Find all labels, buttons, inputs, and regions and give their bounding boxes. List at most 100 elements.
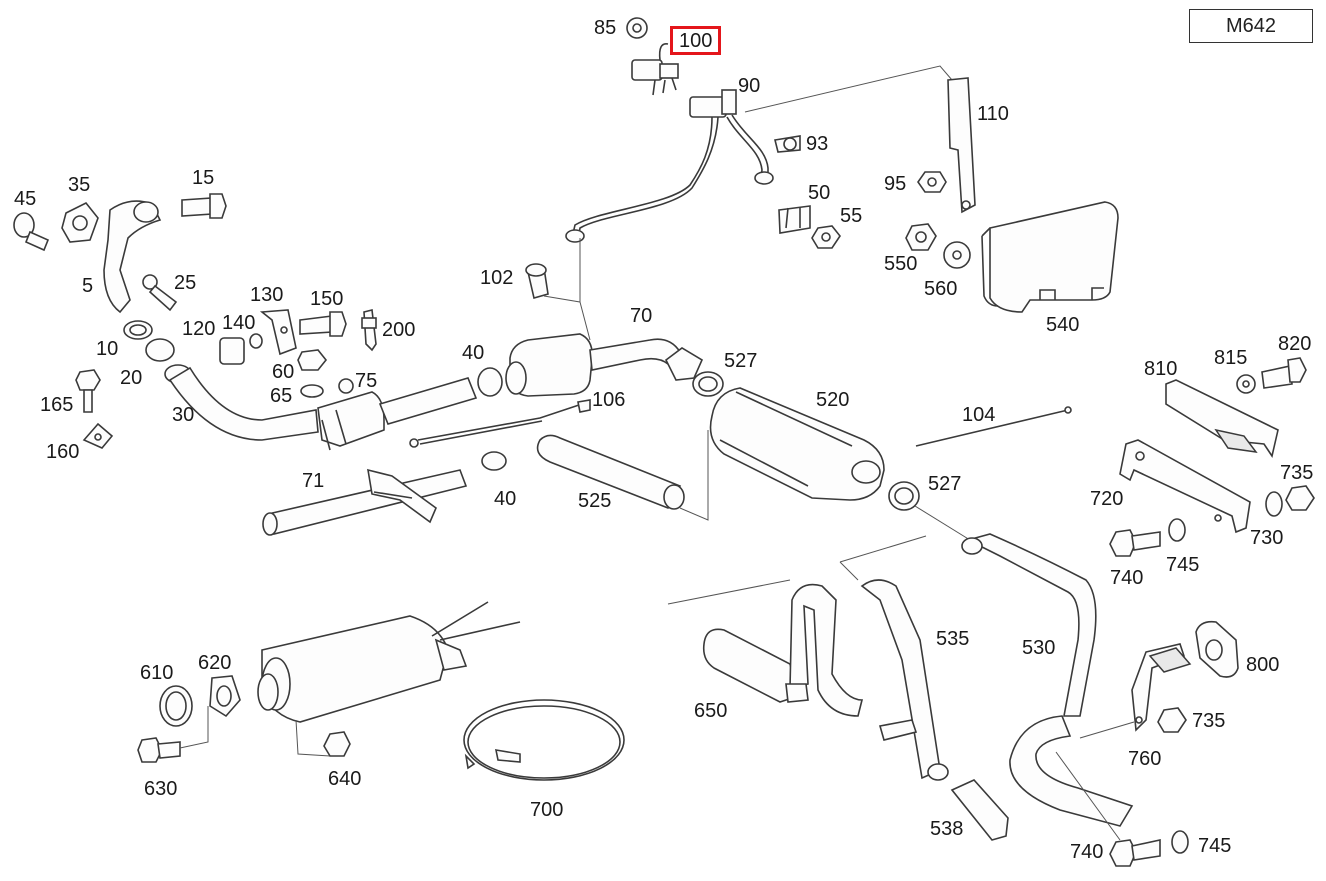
callout-525[interactable]: 525 [578, 490, 612, 512]
part-700-cable-loop[interactable] [463, 699, 625, 781]
callout-40-upper[interactable]: 40 [462, 342, 485, 364]
part-538-tailpipe-tip[interactable] [950, 779, 1009, 841]
part-735-nut-lower[interactable] [1157, 707, 1187, 733]
callout-735-upper[interactable]: 735 [1280, 462, 1314, 484]
part-527-ring-lower[interactable] [888, 481, 920, 511]
callout-65[interactable]: 65 [270, 385, 293, 407]
callout-740-upper[interactable]: 740 [1110, 567, 1144, 589]
callout-106[interactable]: 106 [592, 389, 626, 411]
callout-527-lower[interactable]: 527 [928, 473, 962, 495]
callout-30[interactable]: 30 [172, 404, 195, 426]
part-620-gasket[interactable] [209, 675, 241, 718]
callout-820[interactable]: 820 [1278, 333, 1312, 355]
part-55-nut[interactable] [811, 225, 841, 249]
part-45-bolt[interactable] [13, 212, 50, 252]
part-540-heat-shield[interactable] [981, 201, 1119, 313]
part-104-rod[interactable] [915, 406, 1072, 447]
part-730-washer[interactable] [1265, 491, 1283, 517]
part-165-bolt[interactable] [75, 369, 101, 413]
part-640-nut[interactable] [323, 731, 351, 757]
callout-35[interactable]: 35 [68, 174, 91, 196]
part-40-clamp-lower[interactable] [481, 451, 507, 471]
callout-560[interactable]: 560 [924, 278, 958, 300]
part-10-gasket[interactable] [123, 320, 153, 340]
part-760-bracket[interactable] [1131, 643, 1192, 732]
callout-104[interactable]: 104 [962, 404, 996, 426]
callout-520[interactable]: 520 [816, 389, 850, 411]
part-745-washer-upper[interactable] [1168, 518, 1186, 542]
callout-745-upper[interactable]: 745 [1166, 554, 1200, 576]
callout-85[interactable]: 85 [594, 17, 617, 39]
part-15-bolt[interactable] [181, 193, 227, 219]
callout-5[interactable]: 5 [82, 275, 94, 297]
part-106-sensor-cable[interactable] [409, 399, 591, 448]
callout-45[interactable]: 45 [14, 188, 37, 210]
part-95-nut[interactable] [917, 171, 947, 193]
part-160-bracket[interactable] [82, 422, 114, 449]
callout-800[interactable]: 800 [1246, 654, 1280, 676]
callout-650[interactable]: 650 [694, 700, 728, 722]
part-740-bolt-upper[interactable] [1109, 529, 1161, 557]
rear-muffler[interactable] [257, 601, 521, 723]
catalytic-converter-front[interactable] [317, 377, 478, 451]
part-85-nut[interactable] [626, 17, 648, 39]
callout-60[interactable]: 60 [272, 361, 295, 383]
callout-93[interactable]: 93 [806, 133, 829, 155]
part-93-clip[interactable] [774, 135, 801, 153]
part-102-sleeve[interactable] [525, 263, 549, 300]
callout-120[interactable]: 120 [182, 318, 216, 340]
part-740-bolt-lower[interactable] [1109, 839, 1161, 867]
callout-130[interactable]: 130 [250, 284, 284, 306]
part-35-gasket[interactable] [61, 201, 99, 243]
callout-815[interactable]: 815 [1214, 347, 1248, 369]
part-50-clip[interactable] [778, 205, 811, 234]
callout-630[interactable]: 630 [144, 778, 178, 800]
callout-535[interactable]: 535 [936, 628, 970, 650]
callout-810[interactable]: 810 [1144, 358, 1178, 380]
part-200-temperature-sensor[interactable] [361, 309, 377, 352]
part-550-nut[interactable] [905, 223, 937, 251]
callout-15[interactable]: 15 [192, 167, 215, 189]
part-71-pipe[interactable] [262, 468, 468, 536]
part-527-ring-upper[interactable] [692, 371, 724, 397]
callout-700[interactable]: 700 [530, 799, 564, 821]
callout-20[interactable]: 20 [120, 367, 143, 389]
part-630-bolt[interactable] [137, 737, 181, 763]
callout-527-upper[interactable]: 527 [724, 350, 758, 372]
part-130-bracket[interactable] [259, 309, 297, 356]
callout-71[interactable]: 71 [302, 470, 325, 492]
part-140-washer[interactable] [249, 333, 263, 349]
part-75-nut[interactable] [338, 378, 354, 394]
part-40-clamp-upper[interactable] [477, 367, 503, 397]
callout-95[interactable]: 95 [884, 173, 907, 195]
part-610-ring[interactable] [159, 685, 193, 727]
part-745-washer-lower[interactable] [1171, 830, 1189, 854]
part-560-washer[interactable] [943, 241, 971, 269]
part-535-pipe[interactable] [860, 579, 949, 781]
part-70-dpf[interactable] [505, 333, 704, 397]
callout-540[interactable]: 540 [1046, 314, 1080, 336]
part-30-pipe[interactable] [164, 364, 319, 441]
part-650-muffler[interactable] [702, 583, 864, 717]
callout-740-lower[interactable]: 740 [1070, 841, 1104, 863]
callout-25[interactable]: 25 [174, 272, 197, 294]
part-5-pipe[interactable] [103, 200, 162, 314]
part-90-sensor-pipe[interactable] [565, 89, 774, 243]
part-735-nut-upper[interactable] [1285, 485, 1315, 511]
callout-735-lower[interactable]: 735 [1192, 710, 1226, 732]
part-800-rubber-mount[interactable] [1195, 620, 1239, 678]
part-100-pressure-sensor[interactable] [631, 43, 679, 96]
callout-610[interactable]: 610 [140, 662, 174, 684]
part-20-clamp[interactable] [145, 338, 175, 362]
callout-640[interactable]: 640 [328, 768, 362, 790]
part-150-bolt[interactable] [299, 311, 347, 337]
callout-90[interactable]: 90 [738, 75, 761, 97]
callout-102[interactable]: 102 [480, 267, 514, 289]
callout-760[interactable]: 760 [1128, 748, 1162, 770]
callout-70[interactable]: 70 [630, 305, 653, 327]
callout-75[interactable]: 75 [355, 370, 378, 392]
callout-550[interactable]: 550 [884, 253, 918, 275]
callout-55[interactable]: 55 [840, 205, 863, 227]
callout-530[interactable]: 530 [1022, 637, 1056, 659]
callout-745-lower[interactable]: 745 [1198, 835, 1232, 857]
